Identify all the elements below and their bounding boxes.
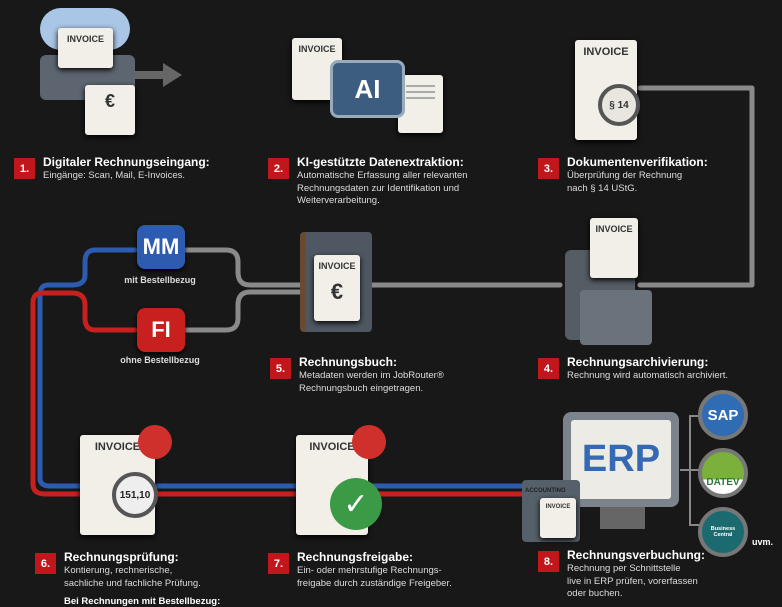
step-description: Rechnung wird automatisch archiviert. xyxy=(567,370,729,381)
step-title: KI-gestützte Datenextraktion: xyxy=(297,155,464,169)
step-4: 4. Rechnungsarchivierung:Rechnung wird au… xyxy=(538,355,728,383)
step-description: Automatische Erfassung aller relevanten xyxy=(297,170,468,181)
step-number-badge: 2. xyxy=(268,158,289,179)
step-7: 7. Rechnungsfreigabe:Ein- oder mehrstufig… xyxy=(268,550,452,590)
magnifier-icon: § 14 xyxy=(598,84,640,126)
step-title: Rechnungsverbuchung: xyxy=(567,548,706,562)
sap-logo: SAP xyxy=(698,390,748,440)
step-number-badge: 7. xyxy=(268,553,289,574)
step-title: Rechnungsfreigabe: xyxy=(297,550,414,564)
step-title: Rechnungsarchivierung: xyxy=(567,355,709,369)
step-title: Digitaler Rechnungseingang: xyxy=(43,155,210,169)
step-description: Kontierung, rechnerische, xyxy=(64,565,173,576)
step-1: 1. Digitaler Rechnungseingang:Eingänge: S… xyxy=(14,155,210,183)
invoice-document: INVOICE xyxy=(58,28,113,68)
business-central-logo: Business Central xyxy=(698,507,748,557)
invoice-document: INVOICE xyxy=(540,498,576,538)
step-number-badge: 3. xyxy=(538,158,559,179)
datev-logo: DATEV xyxy=(698,448,748,498)
step-note: Bei Rechnungen mit Bestellbezug: xyxy=(64,596,221,607)
mm-label: mit Bestellbezug xyxy=(124,275,196,285)
step-title: Dokumentenverifikation: xyxy=(567,155,708,169)
step-description: Metadaten werden im JobRouter® xyxy=(299,370,444,381)
checkmark-icon: ✓ xyxy=(330,478,382,530)
people-icon xyxy=(138,425,172,459)
step-description: nach § 14 UStG. xyxy=(567,182,638,194)
people-icon xyxy=(352,425,386,459)
fi-badge: FI xyxy=(137,308,185,352)
mm-badge: MM xyxy=(137,225,185,269)
drawer xyxy=(580,290,652,345)
step-description: freigabe durch zuständige Freigeber. xyxy=(297,577,452,589)
step-number-badge: 6. xyxy=(35,553,56,574)
erp-monitor: ERP xyxy=(563,412,679,507)
monitor-stand xyxy=(600,507,645,529)
ai-chip-icon: AI xyxy=(330,60,405,118)
step-description: Rechnungsdaten zur Identifikation und xyxy=(297,182,460,194)
invoice-document: INVOICE xyxy=(590,218,638,278)
step-8: 8. Rechnungsverbuchung:Rechnung per Schni… xyxy=(538,548,705,601)
euro-receipt: € xyxy=(85,85,135,135)
step-description: Rechnung per Schnittstelle xyxy=(567,563,681,574)
step-6: 6. Rechnungsprüfung:Kontierung, rechneris… xyxy=(35,550,220,607)
invoice-document: INVOICE€ xyxy=(314,255,360,321)
table-document xyxy=(398,75,443,133)
step-number-badge: 4. xyxy=(538,358,559,379)
step-description: Rechnungsbuch eingetragen. xyxy=(299,382,424,394)
step-description: Ein- oder mehrstufige Rechnungs- xyxy=(297,565,442,576)
step-title: Rechnungsprüfung: xyxy=(64,550,179,564)
step-number-badge: 1. xyxy=(14,158,35,179)
step-description: Eingänge: Scan, Mail, E-Invoices. xyxy=(43,170,186,181)
more-label: uvm. xyxy=(752,537,774,547)
step-description: sachliche und fachliche Prüfung. xyxy=(64,577,201,589)
magnifier-icon: 151,10 xyxy=(112,472,158,518)
step-description: oder buchen. xyxy=(567,588,623,599)
step-3: 3. Dokumentenverifikation:Überprüfung der… xyxy=(538,155,708,195)
step-5: 5. Rechnungsbuch:Metadaten werden im JobR… xyxy=(270,355,444,395)
step-2: 2. KI-gestützte Datenextraktion:Automatis… xyxy=(268,155,468,208)
step-number-badge: 5. xyxy=(270,358,291,379)
step-description: Überprüfung der Rechnung xyxy=(567,170,683,181)
step-description: Weiterverarbeitung. xyxy=(297,195,380,206)
fi-label: ohne Bestellbezug xyxy=(120,355,200,365)
step-description: live in ERP prüfen, vorerfassen xyxy=(567,575,698,587)
step-title: Rechnungsbuch: xyxy=(299,355,397,369)
step-number-badge: 8. xyxy=(538,551,559,572)
